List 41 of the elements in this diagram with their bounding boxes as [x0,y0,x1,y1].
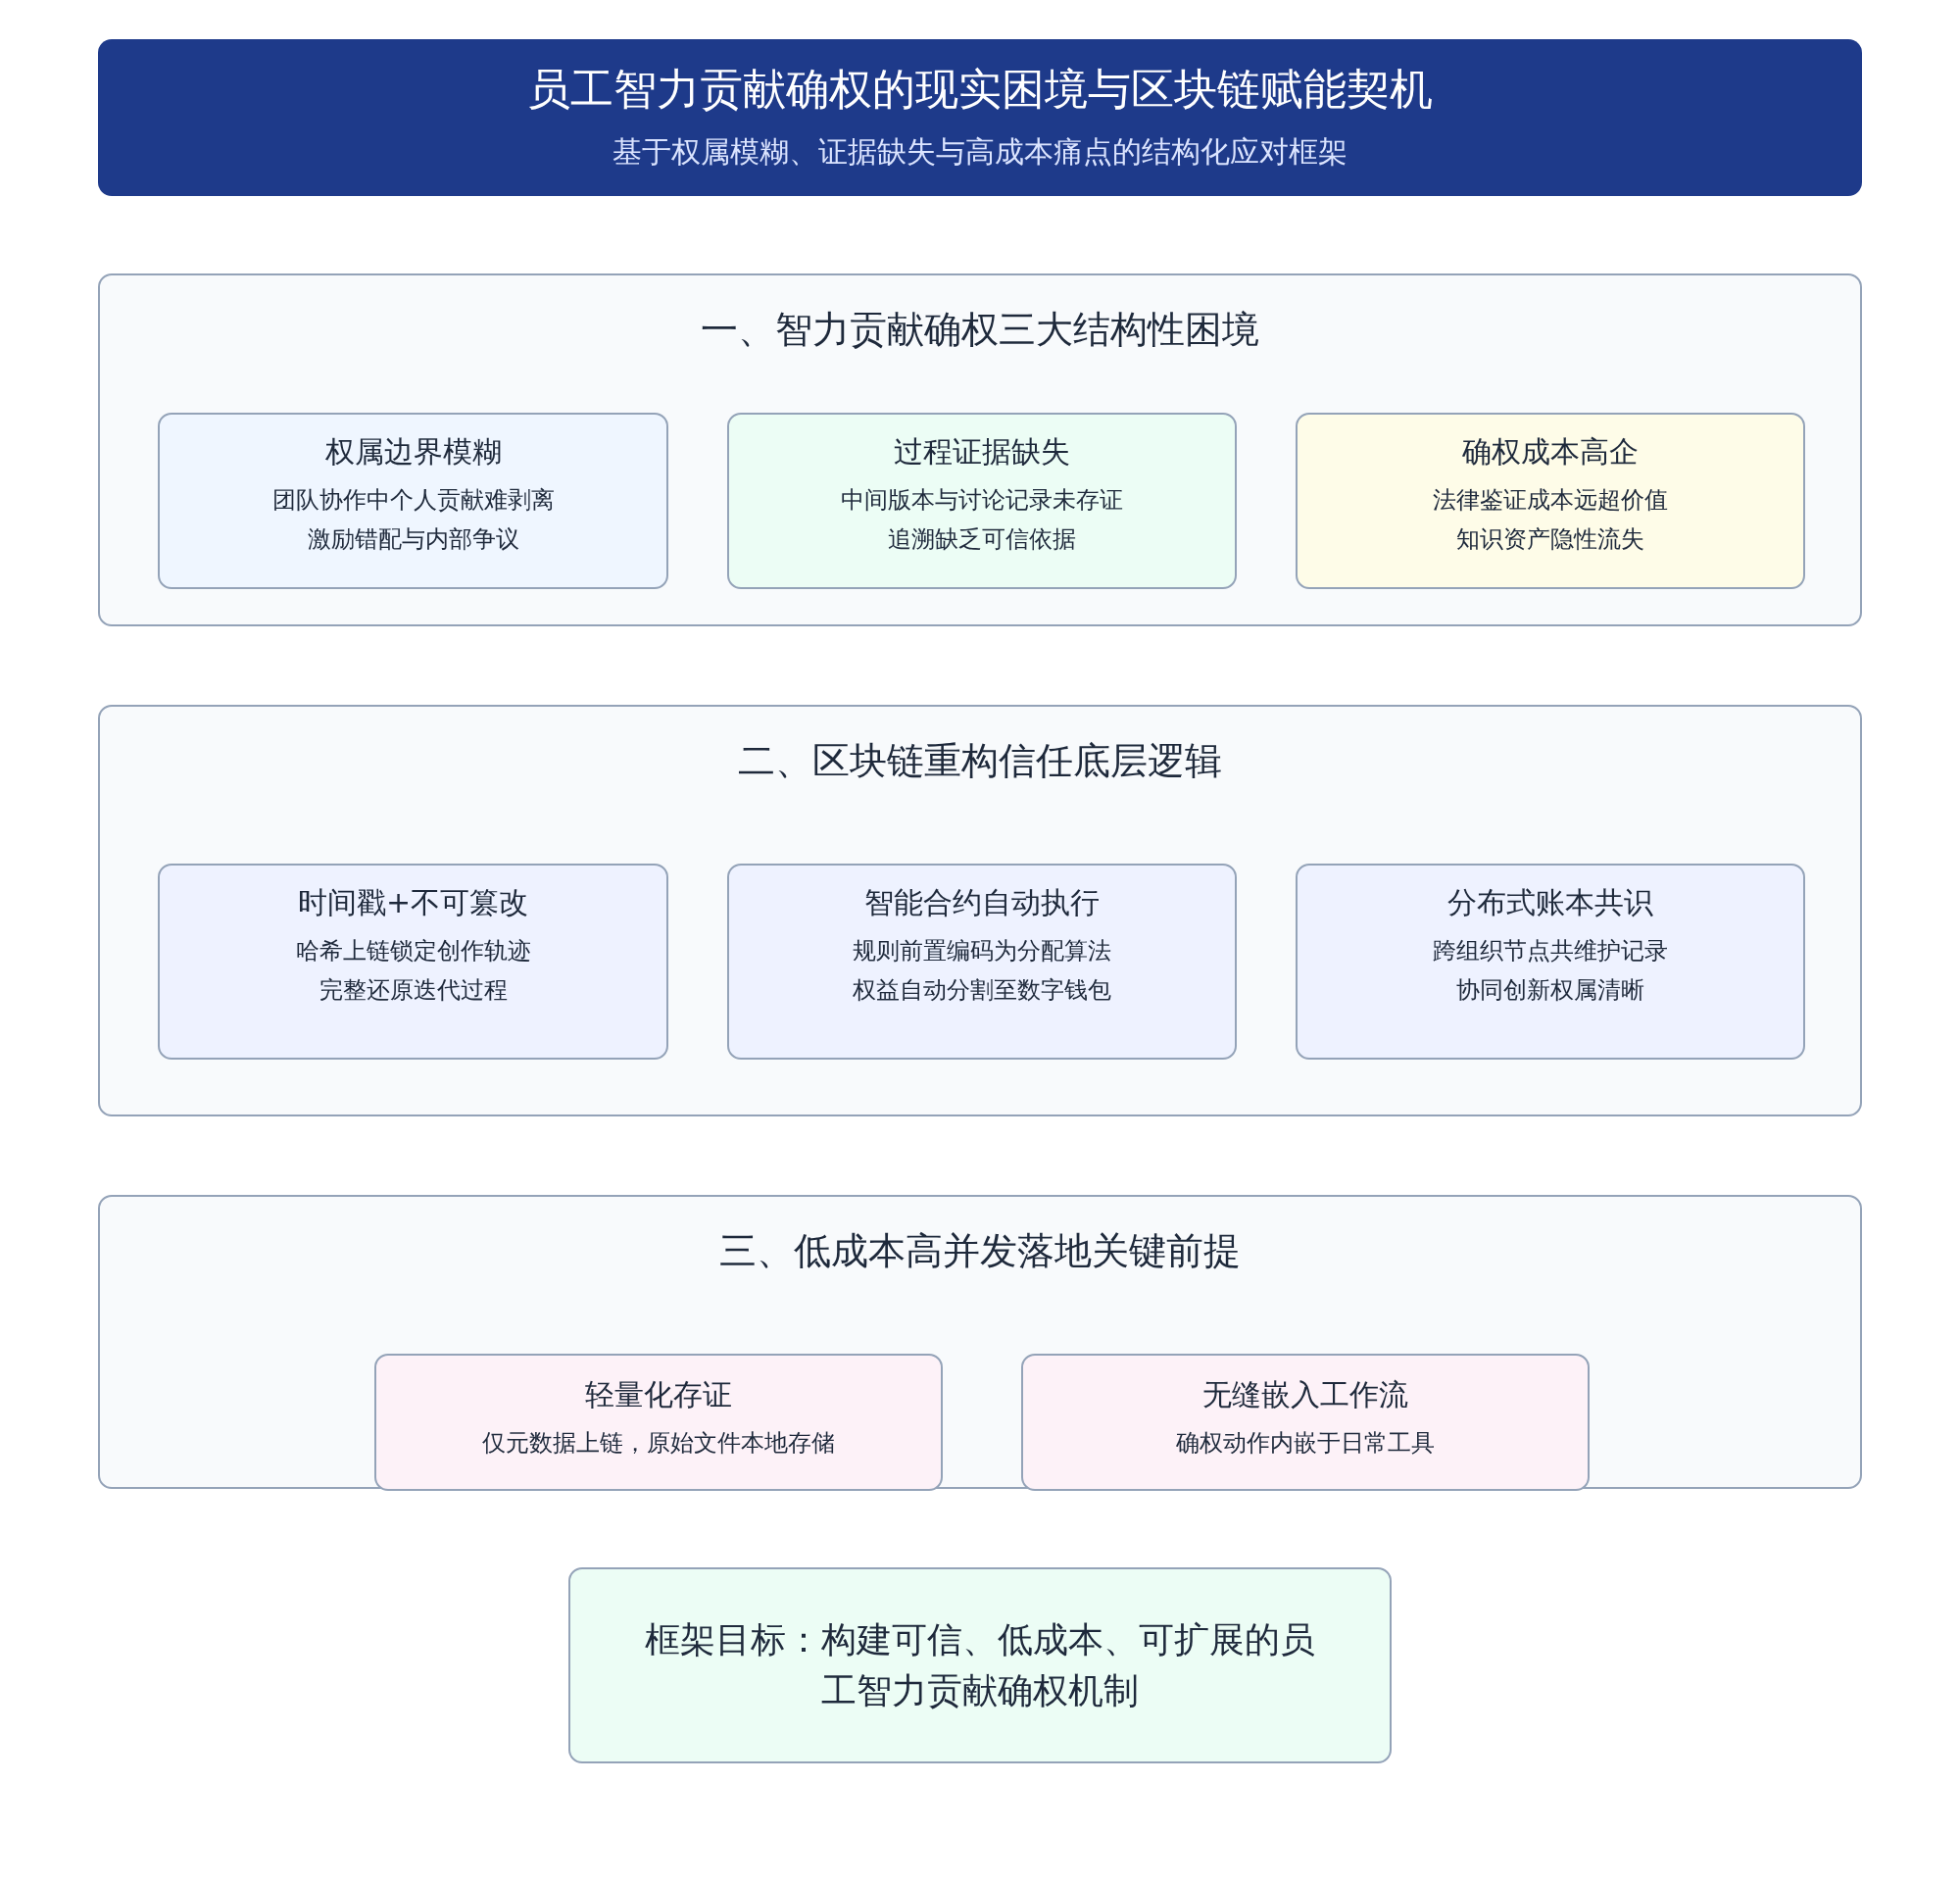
section-heading: 二、区块链重构信任底层逻辑 [737,738,1223,784]
card-heading: 过程证据缺失 [893,433,1071,470]
card-text: 协同创新权属清晰 [1455,975,1645,1006]
card-heading: 权属边界模糊 [323,433,503,470]
title-banner [98,39,1862,196]
section-heading: 三、低成本高并发落地关键前提 [718,1228,1242,1274]
info-card [158,413,668,589]
section-heading: 一、智力贡献确权三大结构性困境 [700,307,1260,353]
title-text: 员工智力贡献确权的现实困境与区块链赋能契机 [526,63,1434,116]
info-card [374,1354,943,1491]
info-card [727,413,1237,589]
card-text: 中间版本与讨论记录未存证 [840,485,1124,516]
card-text: 追溯缺乏可信依据 [887,524,1077,555]
card-heading: 时间戳+不可篡改 [296,884,530,921]
card-text: 确权动作内嵌于日常工具 [1175,1428,1436,1459]
card-heading: 智能合约自动执行 [863,884,1101,921]
info-card [1021,1354,1590,1491]
section-panel [98,1195,1862,1489]
section-panel [98,705,1862,1116]
card-heading: 确权成本高企 [1461,433,1640,470]
info-card [1296,413,1805,589]
subtitle-text: 基于权属模糊、证据缺失与高成本痛点的结构化应对框架 [612,133,1348,171]
info-card [158,864,668,1060]
card-text: 完整还原迭代过程 [318,975,509,1006]
card-text: 团队协作中个人贡献难剥离 [270,485,556,516]
card-text: 跨组织节点共维护记录 [1432,936,1669,966]
goal-box [568,1567,1392,1763]
card-text: 权益自动分割至数字钱包 [852,975,1112,1006]
card-heading: 无缝嵌入工作流 [1201,1376,1409,1413]
card-text: 知识资产隐性流失 [1455,524,1645,555]
card-text: 激励错配与内部争议 [306,524,520,555]
card-text: 仅元数据上链，原始文件本地存储 [481,1428,836,1459]
card-heading: 分布式账本共识 [1446,884,1654,921]
card-text: 规则前置编码为分配算法 [852,936,1112,966]
info-card [727,864,1237,1060]
card-text: 哈希上链锁定创作轨迹 [294,936,532,966]
goal-text: 框架目标：构建可信、低成本、可扩展的员工智力贡献确权机制 [644,1617,1316,1712]
info-card [1296,864,1805,1060]
card-text: 法律鉴证成本远超价值 [1432,485,1669,516]
card-heading: 轻量化存证 [584,1376,733,1413]
section-panel [98,273,1862,626]
